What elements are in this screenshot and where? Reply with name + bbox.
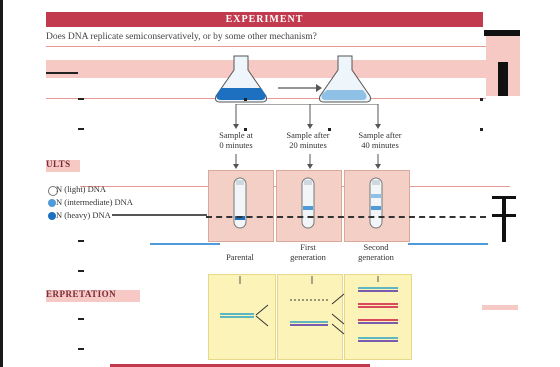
margin-dot: [244, 128, 247, 131]
flask-icon: [319, 55, 371, 103]
band-guide-blue: [408, 243, 488, 245]
interpretation-label-band: [46, 290, 140, 302]
legend-swatch-intermediate: [48, 199, 56, 207]
margin-tick: [78, 128, 84, 130]
sample-label-0: Sample at 0 minutes: [200, 130, 272, 150]
band-guide-line: [206, 216, 486, 218]
sample-label-line: 0 minutes: [219, 140, 253, 150]
dna-strands-diagram: [220, 276, 398, 342]
generation-label-0: Parental: [208, 252, 272, 262]
label-marker: [46, 72, 78, 74]
left-frame-border: [0, 0, 3, 367]
interpretation-section-label: ERPRETATION: [46, 289, 117, 299]
sample-label-2: Sample after 40 minutes: [342, 130, 418, 150]
sample-label-line: Sample at: [219, 130, 253, 140]
tube-icon: [369, 177, 383, 229]
generation-label-line: generation: [358, 252, 394, 262]
generation-label-2: Second generation: [342, 242, 410, 262]
interp-panel-second-gen: [344, 274, 412, 360]
tube-icon: [233, 177, 247, 229]
tube-icon: [301, 177, 315, 229]
flask-icon: [215, 55, 267, 103]
sample-label-line: 20 minutes: [289, 140, 327, 150]
legend-label-heavy: N (heavy) DNA: [56, 210, 111, 220]
centrifuge-tubes: [233, 177, 383, 229]
experiment-header-bar: [46, 12, 483, 27]
margin-tick: [78, 318, 84, 320]
margin-tick: [78, 98, 84, 100]
band-guide-blue: [150, 243, 220, 245]
experiment-title: EXPERIMENT: [225, 14, 304, 25]
generation-label-line: generation: [290, 252, 326, 262]
legend-swatch-heavy: [48, 212, 56, 220]
flasks-illustration: [215, 55, 371, 103]
sample-label-1: Sample after 20 minutes: [272, 130, 344, 150]
generation-label-line: Parental: [226, 252, 254, 262]
generation-label-line: Second: [363, 242, 389, 252]
legend-leader-line: [112, 214, 207, 216]
sample-arrows: [233, 104, 381, 129]
right-t-stem: [502, 196, 506, 242]
margin-tick: [78, 270, 84, 272]
right-pink-tick: [482, 305, 518, 310]
margin-tick: [78, 348, 84, 350]
results-section-label: ULTS: [46, 159, 71, 169]
legend-swatch-light: [48, 186, 58, 196]
margin-dot: [244, 98, 247, 101]
interp-panel-first-gen: [277, 274, 343, 360]
margin-dot: [480, 98, 483, 101]
setup-band: [46, 60, 486, 78]
margin-dot: [480, 128, 483, 131]
question-text: Does DNA replicate semiconservatively, o…: [46, 32, 317, 42]
right-black-bar: [498, 62, 508, 96]
right-black-cap: [484, 30, 520, 36]
legend-label-intermediate: N (intermediate) DNA: [56, 197, 133, 207]
generation-label-1: First generation: [276, 242, 340, 262]
legend: N (light) DNA N (intermediate) DNA N (he…: [46, 184, 206, 228]
sample-label-line: Sample after: [358, 130, 402, 140]
generation-label-line: First: [300, 242, 316, 252]
right-t-crossbar: [492, 214, 516, 217]
bottom-accent-bar: [110, 364, 370, 367]
sample-label-line: Sample after: [286, 130, 330, 140]
legend-label-light: N (light) DNA: [56, 184, 107, 194]
margin-tick: [78, 240, 84, 242]
margin-dot: [328, 128, 331, 131]
tube-arrows: [233, 154, 381, 169]
divider-line: [46, 46, 486, 47]
sample-label-line: 40 minutes: [361, 140, 399, 150]
results-label-band: [46, 160, 80, 172]
